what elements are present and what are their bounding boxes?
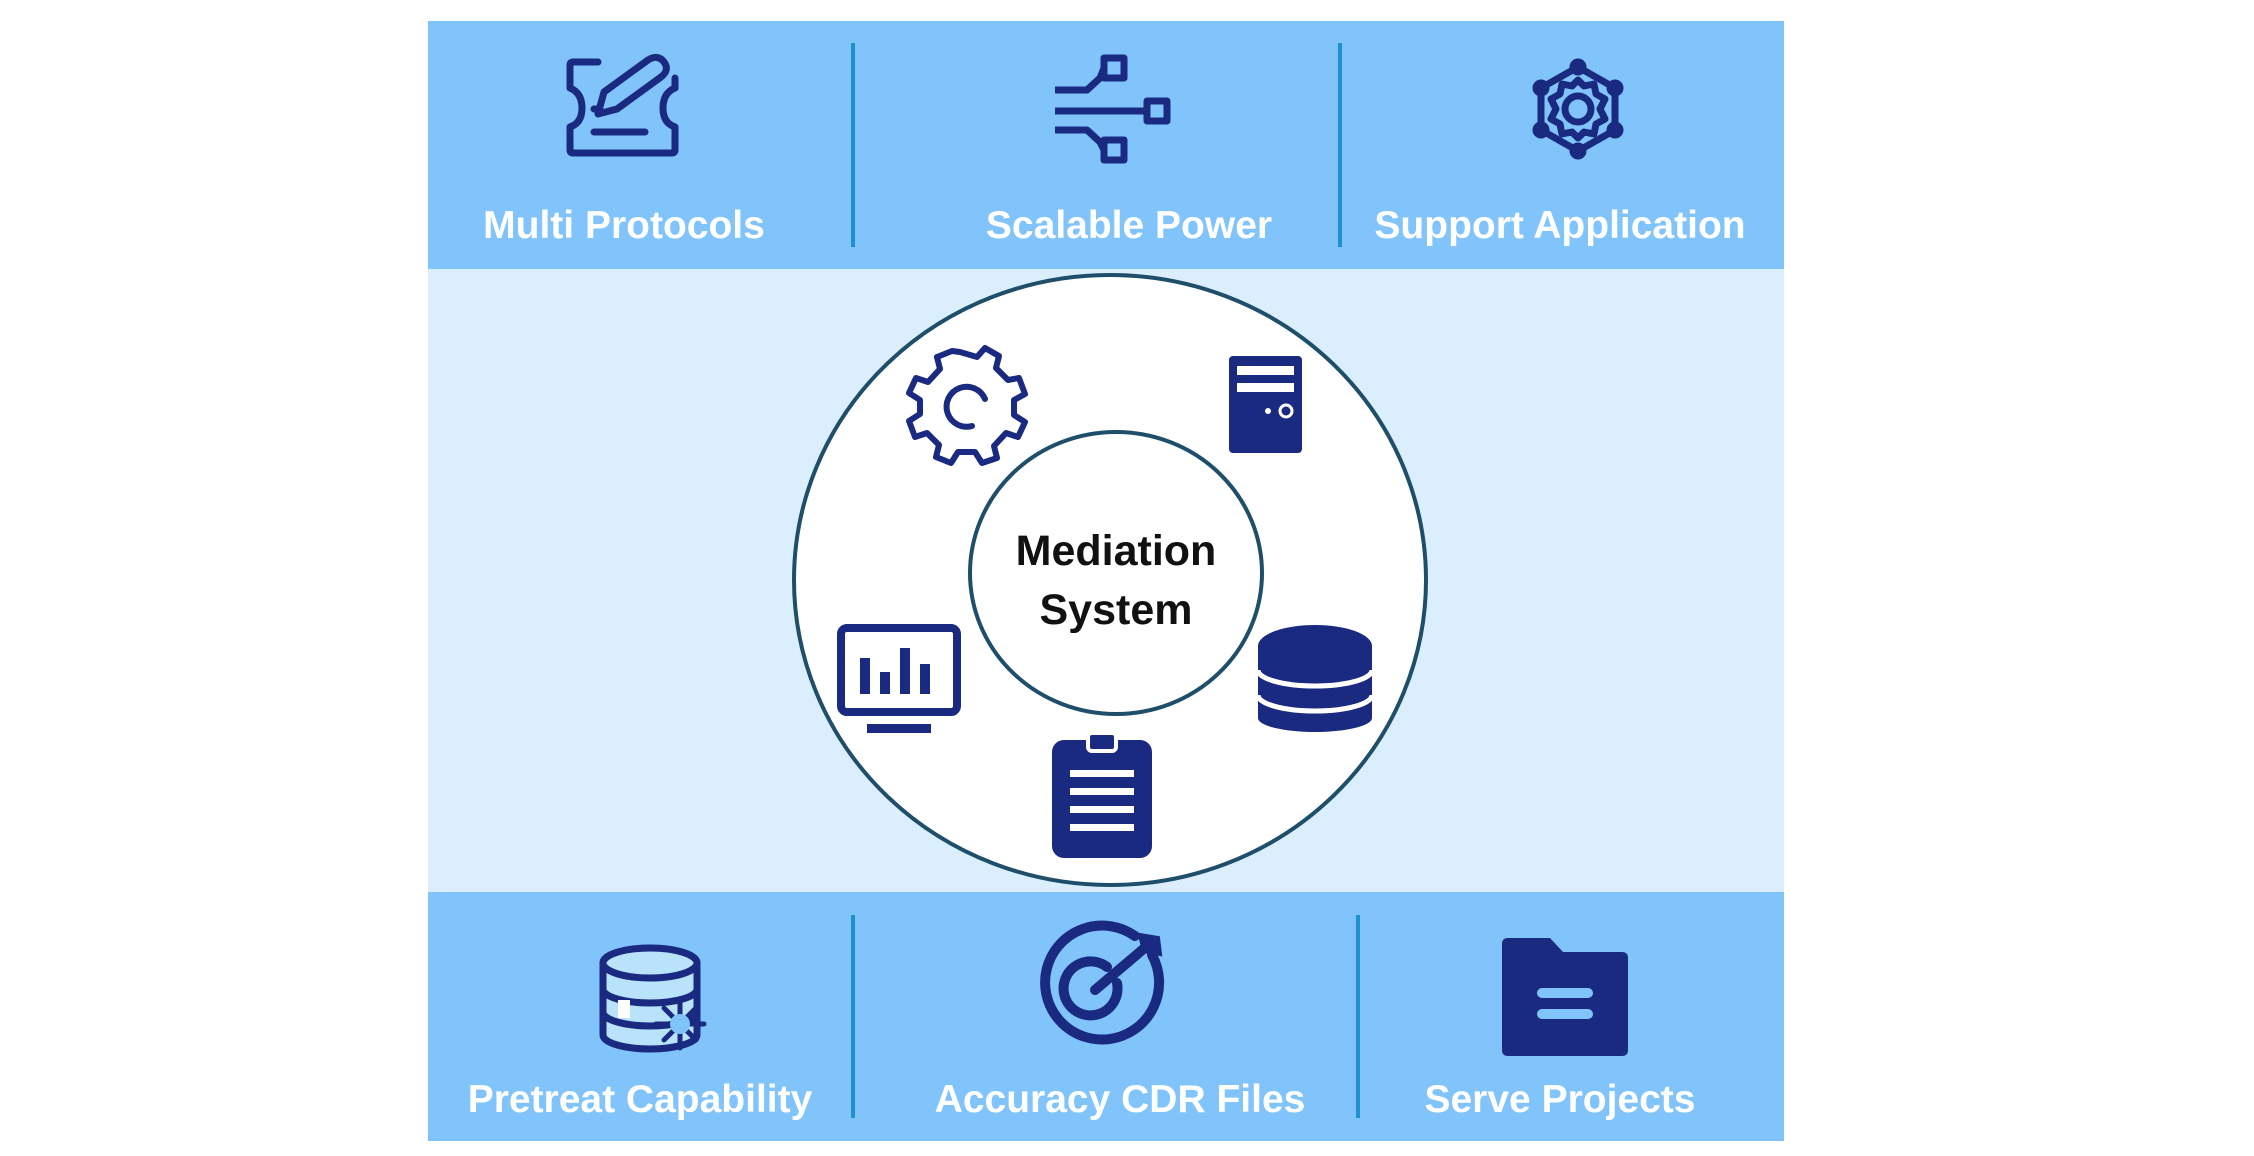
bottom-feature-label-2: Accuracy CDR Files: [935, 1078, 1306, 1121]
folder-icon: [1502, 938, 1628, 1056]
ticket-edit-icon: [566, 53, 679, 157]
server-icon: [1229, 356, 1302, 453]
database-sparkle-icon: [599, 944, 707, 1053]
target-arrow-icon: [1040, 920, 1165, 1045]
center-title-line-2: System: [1040, 586, 1193, 634]
network-branch-icon: [1055, 54, 1171, 164]
hexagon-gear-icon: [1532, 58, 1624, 160]
database-icon: [1255, 625, 1375, 732]
clipboard-icon: [1052, 731, 1152, 858]
bottom-feature-label-3: Serve Projects: [1424, 1078, 1695, 1121]
bottom-feature-label-1: Pretreat Capability: [468, 1078, 813, 1121]
top-feature-label-2: Scalable Power: [986, 204, 1272, 247]
gear-icon: [906, 345, 1028, 466]
inner-ring: [968, 430, 1264, 716]
top-feature-label-3: Support Application: [1374, 204, 1745, 247]
top-feature-label-1: Multi Protocols: [483, 204, 765, 247]
monitor-chart-icon: [837, 624, 961, 733]
center-title-line-1: Mediation: [1016, 527, 1217, 575]
